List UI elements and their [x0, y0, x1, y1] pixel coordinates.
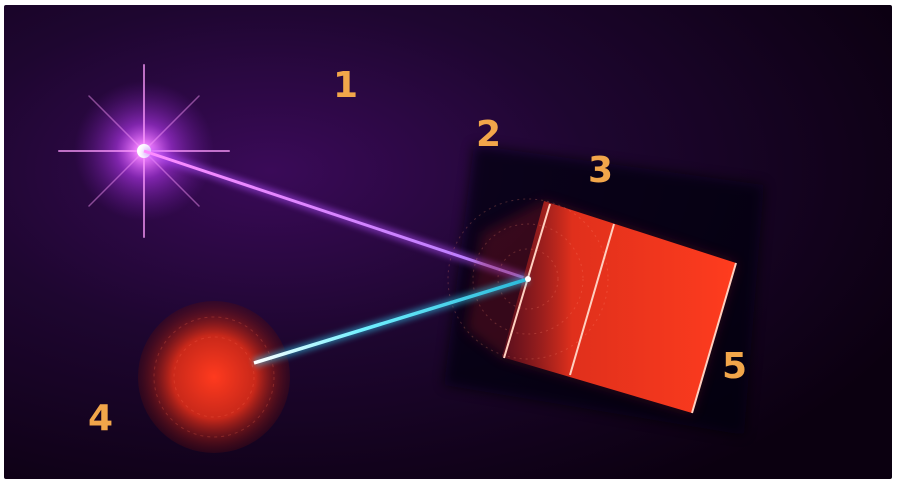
- label-2: 2: [476, 114, 501, 155]
- incident-beam: [142, 146, 530, 284]
- diagram-canvas: 1 2 3 4 5: [4, 5, 892, 479]
- red-sphere: [138, 301, 290, 453]
- label-1: 1: [333, 65, 358, 106]
- label-3: 3: [588, 150, 613, 191]
- medium-block: [447, 198, 737, 414]
- interface-2: [569, 223, 615, 376]
- interface-3: [691, 262, 737, 414]
- red-layered-block: [502, 201, 736, 413]
- reflected-beam: [252, 274, 530, 368]
- diagram-frame: 1 2 3 4 5: [4, 5, 892, 479]
- label-5: 5: [722, 346, 747, 387]
- detector-sphere: [138, 301, 290, 453]
- incidence-point: [525, 276, 531, 282]
- label-4: 4: [88, 398, 113, 439]
